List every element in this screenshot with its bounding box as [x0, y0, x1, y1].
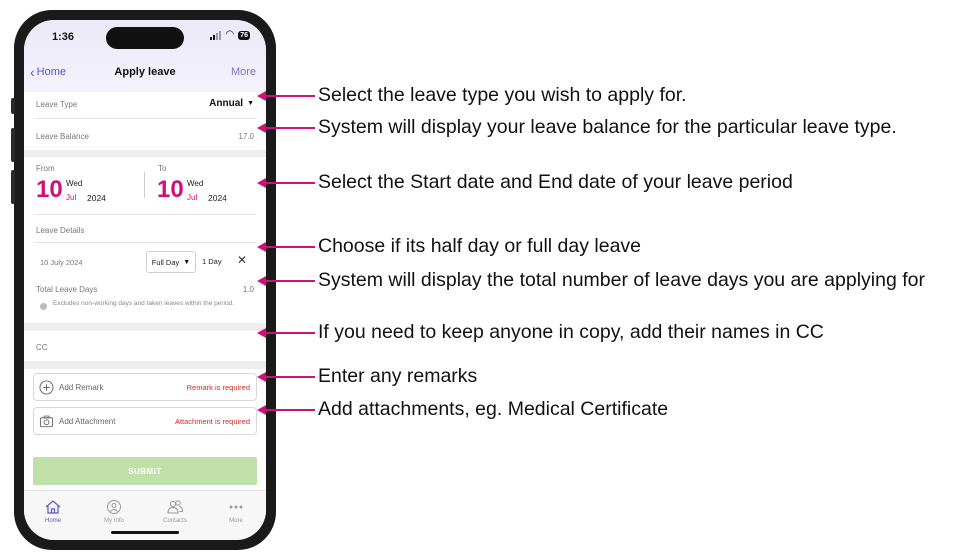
phone-volume-up: [11, 128, 15, 162]
app-screen: 1:36 ◠ 76 ‹ Home Apply leave More Leave …: [24, 20, 266, 540]
tab-my-info-label: My Info: [104, 518, 124, 524]
section-gap: [24, 323, 266, 331]
remark-required-text: Remark is required: [186, 383, 250, 392]
from-year: 2024: [87, 193, 106, 203]
callout-remark: Enter any remarks: [318, 365, 478, 387]
home-indicator: [111, 531, 179, 534]
leave-details-label: Leave Details: [36, 226, 85, 235]
arrow-leave-type: [257, 91, 315, 101]
from-weekday: Wed: [66, 179, 83, 188]
status-time: 1:36: [52, 31, 75, 43]
tab-contacts-label: Contacts: [163, 518, 187, 524]
page-title: Apply leave: [114, 66, 176, 78]
to-weekday: Wed: [187, 179, 204, 188]
phone-frame: 1:36 ◠ 76 ‹ Home Apply leave More Leave …: [11, 10, 276, 550]
arrow-remark: [257, 372, 315, 382]
camera-icon: [39, 415, 54, 428]
detail-date: 10 July 2024: [40, 258, 83, 267]
add-attachment-label: Add Attachment: [59, 417, 116, 426]
leave-balance-label: Leave Balance: [36, 132, 89, 141]
arrow-leave-balance: [257, 123, 315, 133]
to-day: 10: [157, 176, 184, 203]
tab-home[interactable]: Home: [28, 499, 78, 524]
tab-my-info[interactable]: My Info: [89, 499, 139, 524]
leave-balance-value: 17.0: [238, 132, 254, 141]
more-dots-icon: [229, 505, 243, 509]
add-remark-button[interactable]: Add Remark Remark is required: [33, 373, 257, 401]
section-gap: [24, 361, 266, 369]
from-label: From: [36, 164, 55, 173]
date-separator: [144, 172, 145, 198]
close-icon: ✕: [237, 253, 248, 267]
tab-home-label: Home: [44, 518, 61, 524]
callout-leave-balance: System will display your leave balance f…: [318, 116, 897, 138]
home-icon: [45, 500, 61, 514]
plus-circle-icon: [39, 380, 54, 395]
callout-duration: Choose if its half day or full day leave: [318, 235, 642, 257]
cc-label: CC: [36, 343, 48, 352]
callout-cc: If you need to keep anyone in copy, add …: [318, 321, 824, 343]
duration-value: Full Day: [151, 257, 180, 267]
callout-attachment: Add attachments, eg. Medical Certificate: [318, 398, 669, 420]
arrow-attachment: [257, 405, 315, 415]
duration-dropdown[interactable]: Full Day ▼: [146, 251, 196, 273]
dynamic-island: [106, 27, 184, 49]
section-gap: [24, 150, 266, 157]
arrow-cc: [257, 328, 315, 338]
leave-type-label: Leave Type: [36, 100, 78, 109]
duration-days: 1 Day: [202, 257, 222, 266]
to-year: 2024: [208, 193, 227, 203]
nav-bar: ‹ Home Apply leave More: [24, 62, 266, 84]
divider: [34, 118, 256, 119]
tab-more[interactable]: More: [211, 499, 261, 524]
add-remark-label: Add Remark: [59, 383, 104, 392]
person-icon: [107, 500, 121, 514]
add-attachment-button[interactable]: Add Attachment Attachment is required: [33, 407, 257, 435]
arrow-dates: [257, 178, 315, 188]
divider: [34, 214, 256, 215]
divider: [34, 242, 256, 243]
tab-more-label: More: [229, 518, 243, 524]
submit-button[interactable]: SUBMIT: [33, 457, 257, 485]
from-day: 10: [36, 176, 63, 203]
signal-icon: [210, 30, 222, 40]
callout-leave-type: Select the leave type you wish to apply …: [318, 84, 687, 106]
more-button[interactable]: More: [230, 66, 256, 78]
back-label: Home: [36, 66, 67, 78]
battery-icon: 76: [238, 30, 250, 40]
attachment-required-text: Attachment is required: [174, 417, 250, 426]
arrow-total-days: [257, 276, 315, 286]
callout-dates: Select the Start date and End date of yo…: [318, 171, 793, 193]
back-button[interactable]: ‹ Home: [30, 65, 66, 79]
cc-field[interactable]: CC: [24, 331, 266, 361]
contacts-icon: [167, 500, 184, 514]
to-month: Jul: [187, 193, 198, 202]
leave-type-value: Annual: [209, 98, 244, 109]
to-label: To: [158, 164, 167, 173]
tab-contacts[interactable]: Contacts: [150, 499, 200, 524]
arrow-duration: [257, 242, 315, 252]
total-leave-days-label: Total Leave Days: [36, 285, 98, 294]
phone-volume-down: [11, 170, 15, 204]
chevron-left-icon: ‹: [30, 64, 35, 80]
callout-total-days: System will display the total number of …: [318, 269, 925, 291]
remove-day-button[interactable]: ✕: [237, 254, 247, 266]
status-icons: ◠ 76: [210, 30, 250, 40]
from-month: Jul: [66, 193, 77, 202]
info-icon: [40, 303, 47, 310]
info-note: Excludes non-working days and taken leav…: [53, 300, 235, 307]
wifi-icon: ◠: [225, 29, 235, 40]
caret-down-icon: ▼: [183, 258, 191, 266]
leave-type-dropdown[interactable]: Annual ▼: [209, 98, 254, 109]
caret-down-icon: ▼: [247, 100, 254, 107]
total-leave-days-value: 1.0: [242, 285, 254, 294]
phone-side-button: [11, 98, 15, 114]
